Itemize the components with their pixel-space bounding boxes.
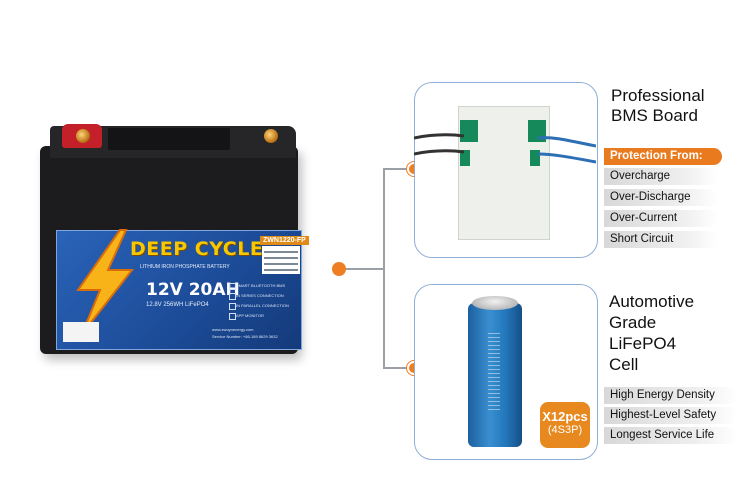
connector-line	[346, 268, 384, 270]
battery-feature: APP MONITOR	[236, 313, 264, 318]
cell-count-badge: X12pcs (4S3P)	[540, 402, 590, 448]
battery-feature: IN SERIES CONNECTION	[236, 293, 284, 298]
feature-checkbox	[229, 293, 236, 300]
protection-item: Short Circuit	[604, 231, 718, 248]
protection-item: Overcharge	[604, 168, 718, 185]
feature-checkbox	[229, 313, 236, 320]
negative-terminal	[264, 129, 278, 143]
connector-line	[383, 168, 411, 170]
protection-item: Over-Current	[604, 210, 718, 227]
cell-terminal-cap	[472, 296, 518, 310]
battery-brand-title: DEEP CYCLE	[130, 238, 264, 260]
warning-sticker	[63, 322, 99, 342]
battery-feature: IN PARALLEL CONNECTION	[236, 303, 289, 308]
connector-dot	[332, 262, 346, 276]
battery-subtitle: LITHIUM IRON PHOSPHATE BATTERY	[140, 264, 230, 270]
battery-website: www.zwoynenergy.com	[212, 327, 254, 332]
battery-lid-ridge	[108, 128, 230, 150]
cell-printing	[488, 330, 500, 410]
bms-wires	[414, 133, 596, 164]
lightning-bolt-icon	[76, 229, 135, 335]
cell-count-label: X12pcs	[542, 409, 588, 424]
battery-spec-line: 12.8V 256WH LiFePO4	[146, 302, 209, 308]
positive-terminal	[76, 129, 90, 143]
battery-service-number: Service Number: +86-189 8629 3632	[212, 334, 278, 339]
cell-feature: Longest Service Life	[604, 427, 738, 444]
feature-checkbox	[229, 303, 236, 310]
protection-item: Over-Discharge	[604, 189, 718, 206]
cell-title-line2: Grade	[609, 313, 657, 332]
cell-title-line1: Automotive	[609, 292, 695, 311]
cell-config-label: (4S3P)	[547, 424, 583, 436]
battery-model-tag: ZWN1220-FP	[260, 236, 309, 245]
connector-line	[383, 367, 411, 369]
battery-voltage-capacity: 12V 20AH	[146, 280, 240, 300]
cell-feature: High Energy Density	[604, 387, 738, 404]
protection-header: Protection From:	[604, 148, 722, 165]
feature-checkbox	[229, 283, 236, 290]
connector-line	[383, 168, 385, 368]
cell-title-line3: LiFePO4	[609, 334, 677, 353]
cell-feature: Highest-Level Safety	[604, 407, 738, 424]
cell-title-line4: Cell	[609, 355, 639, 374]
battery-feature: SMART BLUETOOTH BMS	[236, 283, 286, 288]
bms-title-line2: BMS Board	[611, 106, 698, 125]
bms-title-line1: Professional	[611, 86, 705, 105]
